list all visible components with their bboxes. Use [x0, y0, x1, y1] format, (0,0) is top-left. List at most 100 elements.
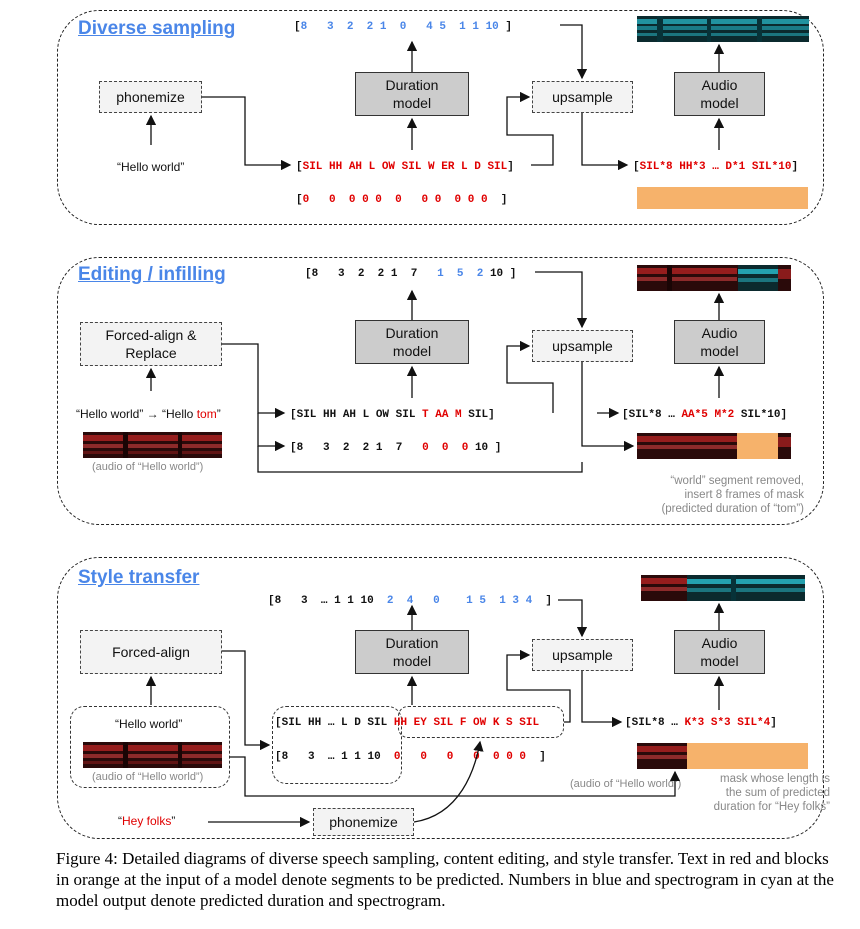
spectrogram-mixed-graphic: [641, 575, 805, 601]
duration-value: 0: [362, 194, 369, 206]
panel-title: Style transfer: [78, 567, 200, 588]
audio-caption: (audio of “Hello world”): [92, 771, 204, 783]
duration-value: 0: [433, 595, 440, 607]
duration-value: 1: [334, 595, 341, 607]
duration-value: 2: [377, 268, 385, 280]
note-line: (predicted duration of “tom”): [661, 503, 804, 515]
duration-value: 0: [441, 442, 449, 454]
note-line: duration for “Hey folks”: [713, 801, 830, 813]
duration-value: 10: [360, 595, 374, 607]
duration-value: 4: [406, 595, 414, 607]
output-spectrogram-cyan: [637, 16, 809, 42]
duration-value: 5: [479, 595, 486, 607]
phonemize-box: phonemize: [313, 808, 414, 836]
duration-value: 0: [480, 194, 488, 206]
durations-output: [8 3 2 2 1 7 1 5 2 10 ]: [305, 268, 517, 280]
note-line: insert 8 frames of mask: [684, 489, 804, 501]
duration-value: 7: [410, 268, 418, 280]
duration-value: 3: [301, 595, 308, 607]
note-line: the sum of predicted: [725, 787, 830, 799]
duration-value: 3: [323, 442, 330, 454]
source-group: [70, 706, 230, 788]
target-text-suffix: ”: [171, 814, 176, 828]
phonemes-end: SIL: [468, 409, 489, 421]
duration-value: 0: [422, 442, 429, 454]
duration-value: 10: [489, 268, 504, 280]
upsample-box: upsample: [532, 330, 633, 362]
audio-model-box: Audio model: [674, 630, 765, 674]
duration-model-box: Duration model: [355, 320, 469, 364]
bracket: ]: [791, 161, 799, 173]
duration-value: 0: [399, 21, 407, 33]
duration-value: 0: [454, 194, 462, 206]
upsampled-sequence: [SIL*8 … K*3 S*3 SIL*4]: [625, 717, 777, 729]
phoneme-sequence: [SIL HH AH L OW SIL T AA M SIL]: [290, 409, 495, 421]
masked-spectrogram: [637, 743, 808, 769]
duration-value: 4: [525, 595, 533, 607]
input-text: “Hello world”: [117, 160, 185, 174]
duration-value: 8: [300, 21, 308, 33]
masked-spectrogram-graphic: [637, 743, 808, 769]
figure-caption: Figure 4: Detailed diagrams of diverse s…: [56, 849, 834, 910]
bracket: [: [633, 161, 640, 173]
duration-value: 0: [329, 194, 336, 206]
phonemes-new: HH EY SIL F OW K S SIL: [393, 717, 540, 729]
orange-mask-block: [637, 187, 808, 209]
upsample-box: upsample: [532, 81, 633, 113]
duration-value: 2: [342, 442, 350, 454]
duration-value: 2: [386, 595, 394, 607]
duration-value: 0: [467, 194, 475, 206]
upsampled-known: SIL*8 …: [628, 409, 675, 421]
source-text: “Hello world”: [115, 717, 183, 731]
phoneme-sequence: [SIL HH … L D SIL HH EY SIL F OW K S SIL: [275, 717, 540, 729]
duration-value: 5: [439, 21, 446, 33]
upsampled-phonemes: SIL*8 HH*3 … D*1 SIL*10: [639, 161, 792, 173]
duration-value: …: [327, 751, 335, 763]
durations-input: [8 3 … 1 1 10 0 0 0 0 0 0 0 ]: [275, 751, 546, 763]
durations-input: [8 3 2 2 1 7 0 0 0 10 ]: [290, 442, 502, 454]
upsampled-new: AA*5 M*2: [681, 409, 735, 421]
duration-model-box: Duration model: [355, 630, 469, 674]
duration-value: 3: [308, 751, 315, 763]
duration-value: 10: [367, 751, 381, 763]
output-spectrogram-mixed: [637, 265, 791, 291]
edit-text-suffix: ”: [216, 407, 221, 421]
upsampled-end: SIL*10: [740, 409, 781, 421]
duration-value: 1: [375, 442, 383, 454]
duration-value: 8: [296, 442, 304, 454]
note-line: “world” segment removed,: [670, 475, 804, 487]
input-spectrogram: [83, 742, 222, 768]
audio-caption: (audio of “Hello world”): [570, 778, 682, 790]
upsampled-sequence: [SIL*8 HH*3 … D*1 SIL*10]: [633, 161, 798, 173]
upsampled-known: SIL*8 …: [631, 717, 678, 729]
duration-value: 8: [311, 268, 319, 280]
duration-value: 1: [472, 21, 479, 33]
durations-output: [8 3 2 2 1 0 4 5 1 1 10 ]: [294, 21, 512, 33]
duration-value: 1: [379, 21, 387, 33]
duration-value: 1: [390, 268, 398, 280]
edit-text-prefix: “Hello world” → “Hello: [76, 407, 197, 421]
audio-caption: (audio of “Hello world”): [92, 461, 204, 473]
duration-value: 0: [302, 194, 310, 206]
target-text: “Hey folks”: [118, 814, 175, 828]
target-text-prefix: “: [118, 814, 122, 828]
spectrogram-red-graphic: [83, 742, 222, 768]
duration-model-box: Duration model: [355, 72, 469, 116]
spectrogram-cyan-graphic: [637, 16, 809, 42]
duration-value: 1: [437, 268, 444, 280]
duration-value: 3: [512, 595, 520, 607]
duration-value: 2: [357, 268, 365, 280]
edit-text: “Hello world” → “Hello tom”: [76, 407, 221, 421]
duration-value: 0: [506, 751, 513, 763]
duration-value: 0: [492, 751, 500, 763]
panel-title: Editing / infilling: [78, 264, 226, 285]
panel-style-transfer: [57, 557, 824, 839]
duration-value: 2: [346, 21, 354, 33]
bracket: [: [296, 161, 303, 173]
duration-value: 8: [281, 751, 289, 763]
duration-value: 3: [338, 268, 345, 280]
duration-value: 2: [366, 21, 374, 33]
input-spectrogram: [83, 432, 222, 458]
masked-spectrogram-graphic: [637, 433, 791, 459]
upsample-box: upsample: [532, 639, 633, 671]
